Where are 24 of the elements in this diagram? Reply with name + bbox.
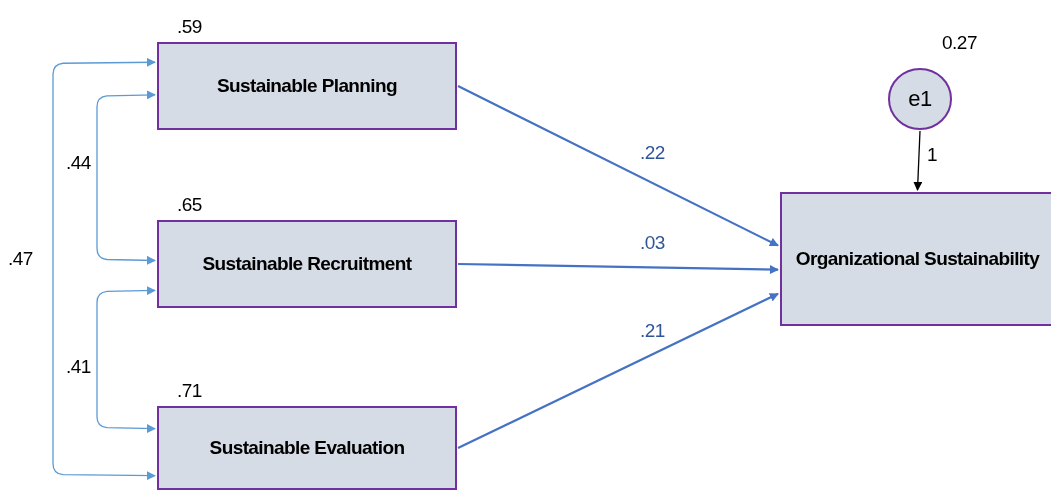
correlation-value: .44 — [66, 152, 91, 174]
correlation-value: .41 — [66, 356, 91, 378]
node-label: Sustainable Planning — [216, 75, 398, 97]
path-coefficient: .22 — [640, 142, 665, 164]
path-coefficient: 1 — [927, 144, 938, 166]
covariance-arrow — [96, 90, 156, 265]
arrow — [457, 292, 779, 449]
correlation-value: .47 — [8, 248, 33, 270]
node-label: Sustainable Evaluation — [209, 437, 405, 459]
arrow — [457, 85, 779, 247]
variable-box — [780, 192, 1051, 326]
covariance-arrow — [96, 286, 156, 433]
variance-value: .71 — [177, 380, 202, 402]
node-label: Organizational Sustainability — [795, 248, 1040, 270]
path-coefficient: .03 — [640, 232, 665, 254]
variance-value: .65 — [177, 194, 202, 216]
arrow — [913, 130, 923, 191]
node-label: e1 — [908, 86, 932, 112]
covariance-arrow — [52, 57, 156, 481]
variance-value: .59 — [177, 16, 202, 38]
variance-value: 0.27 — [942, 32, 977, 54]
path-coefficient: .21 — [640, 320, 665, 342]
node-label: Sustainable Recruitment — [202, 253, 412, 275]
arrow — [458, 262, 779, 275]
